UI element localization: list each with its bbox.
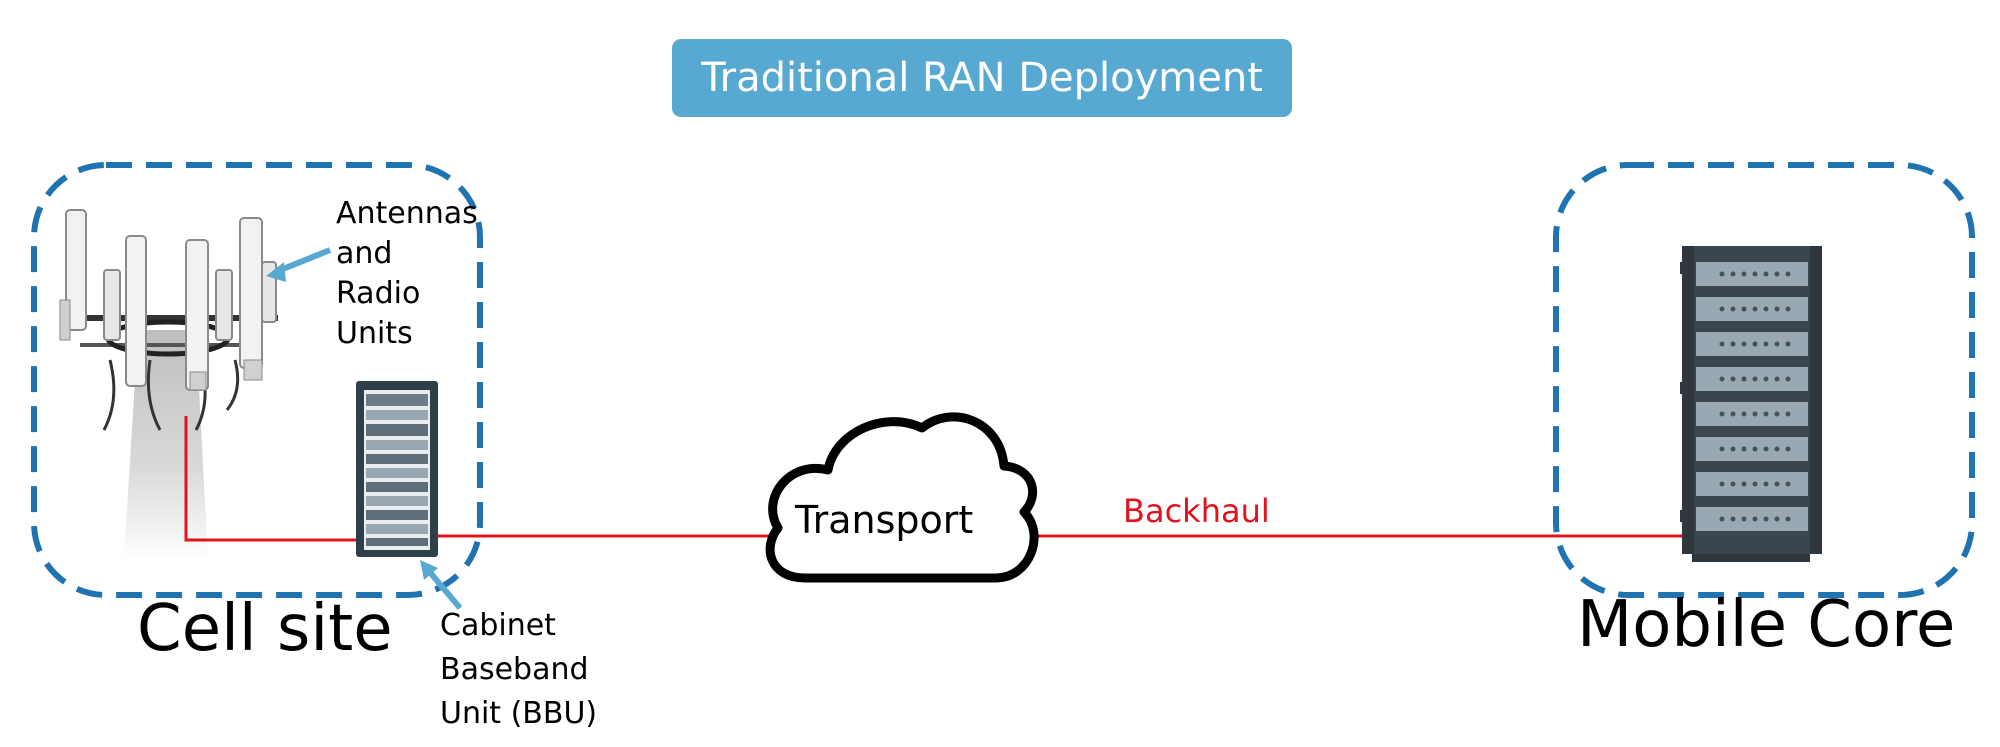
rack-slot-led — [1774, 516, 1780, 522]
rack-slot-led — [1752, 376, 1758, 382]
rack-slot-led — [1774, 341, 1780, 347]
cabinet-callout-arrow — [420, 560, 463, 610]
rack-slot-led — [1719, 446, 1725, 452]
rack-slot-led — [1774, 376, 1780, 382]
rack-slot-led — [1785, 306, 1791, 312]
cabinet-label-line: Unit (BBU) — [440, 696, 598, 731]
cloud-icon — [765, 412, 1039, 583]
rack-slot-led — [1752, 271, 1758, 277]
rack-slot — [1696, 297, 1808, 321]
cell-tower-icon — [59, 209, 278, 560]
rack-slot-led — [1763, 271, 1769, 277]
rack-slot-led — [1719, 516, 1725, 522]
rack-slot-led — [1730, 481, 1736, 487]
transport-label: Transport — [795, 498, 974, 542]
rack-slot-led — [1741, 411, 1747, 417]
antenna-label-line: Antennas — [336, 196, 478, 231]
rack-slot-led — [1730, 306, 1736, 312]
rack-slot-led — [1785, 446, 1791, 452]
cabinet-label-line: Cabinet — [440, 608, 556, 643]
bbu-cabinet-icon — [356, 381, 438, 557]
rack-slot-led — [1763, 446, 1769, 452]
antenna-label-line: Units — [336, 316, 413, 351]
rack-slot-led — [1741, 481, 1747, 487]
mobile-core-label: Mobile Core — [1577, 588, 1956, 662]
rack-slot — [1696, 367, 1808, 391]
rack-slot-led — [1752, 446, 1758, 452]
rack-slot-led — [1763, 481, 1769, 487]
server-rack-slots — [1696, 262, 1808, 531]
rack-slot-led — [1763, 516, 1769, 522]
antenna-label: Antennas and Radio Units — [336, 194, 478, 354]
rack-slot-led — [1730, 271, 1736, 277]
rack-slot-led — [1730, 341, 1736, 347]
rack-slot-led — [1730, 516, 1736, 522]
rack-slot — [1696, 437, 1808, 461]
rack-slot-led — [1785, 516, 1791, 522]
rack-slot-led — [1774, 306, 1780, 312]
rack-slot-led — [1785, 376, 1791, 382]
rack-slot-led — [1741, 306, 1747, 312]
rack-slot-led — [1741, 516, 1747, 522]
rack-slot-led — [1752, 411, 1758, 417]
rack-slot-led — [1719, 271, 1725, 277]
rack-slot — [1696, 262, 1808, 286]
backhaul-label: Backhaul — [1123, 492, 1270, 530]
rack-slot-led — [1774, 411, 1780, 417]
rack-slot-led — [1752, 481, 1758, 487]
rack-slot-led — [1730, 411, 1736, 417]
rack-slot-led — [1763, 411, 1769, 417]
rack-slot-led — [1763, 306, 1769, 312]
cell-site-boundary — [31, 162, 483, 598]
rack-slot-led — [1785, 341, 1791, 347]
rack-slot-led — [1785, 411, 1791, 417]
rack-slot-led — [1752, 341, 1758, 347]
rack-slot — [1696, 332, 1808, 356]
rack-slot-led — [1719, 341, 1725, 347]
rack-slot-led — [1730, 446, 1736, 452]
rack-slot-led — [1752, 306, 1758, 312]
rack-slot-led — [1785, 481, 1791, 487]
antenna-callout-arrow — [266, 247, 332, 282]
rack-slot-led — [1774, 481, 1780, 487]
rack-slot-led — [1741, 376, 1747, 382]
rack-slot-led — [1719, 411, 1725, 417]
rack-slot-led — [1774, 446, 1780, 452]
rack-slot-led — [1719, 376, 1725, 382]
rack-slot — [1696, 472, 1808, 496]
rack-slot — [1696, 507, 1808, 531]
antenna-label-line: and — [336, 236, 393, 271]
rack-slot-led — [1741, 271, 1747, 277]
rack-slot-led — [1774, 271, 1780, 277]
rack-slot-led — [1719, 306, 1725, 312]
rack-slot-led — [1741, 341, 1747, 347]
cabinet-label-line: Baseband — [440, 652, 589, 687]
mobile-core-boundary — [1553, 162, 1975, 598]
diagram-title: Traditional RAN Deployment — [672, 39, 1292, 117]
rack-slot-led — [1785, 271, 1791, 277]
fronthaul-cable — [184, 416, 358, 542]
rack-slot-led — [1719, 481, 1725, 487]
rack-slot-led — [1752, 516, 1758, 522]
cell-site-label: Cell site — [137, 592, 393, 666]
antenna-label-line: Radio — [336, 276, 421, 311]
rack-slot-led — [1730, 376, 1736, 382]
rack-slot — [1696, 402, 1808, 426]
rack-slot-led — [1763, 341, 1769, 347]
cabinet-label: Cabinet Baseband Unit (BBU) — [440, 604, 597, 736]
rack-slot-led — [1741, 446, 1747, 452]
rack-slot-led — [1763, 376, 1769, 382]
